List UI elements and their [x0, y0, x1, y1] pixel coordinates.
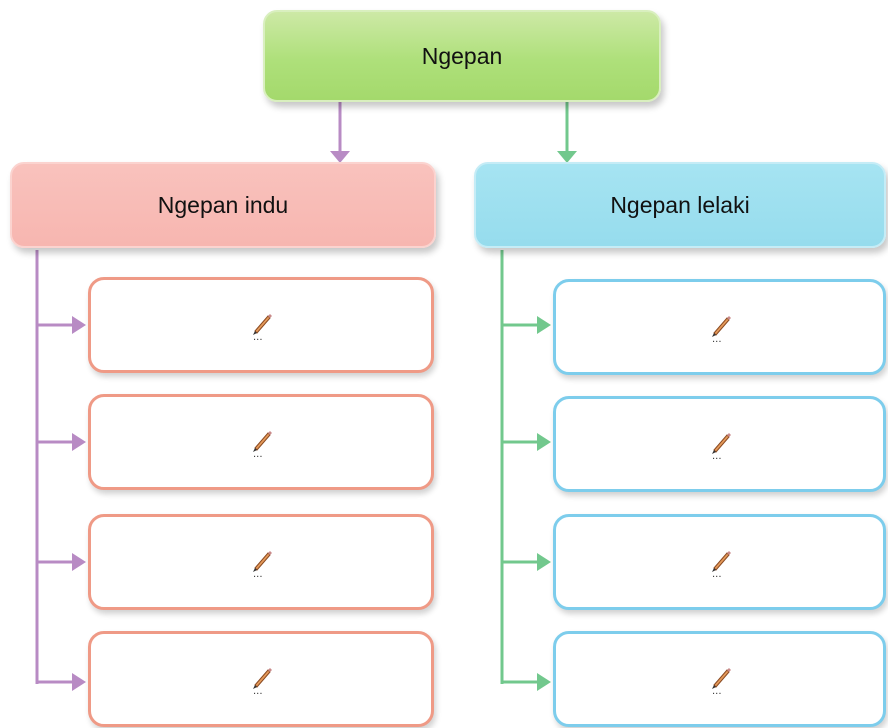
svg-text:...: ...	[712, 451, 722, 459]
pencil-icon: ...	[711, 551, 731, 577]
svg-text:...: ...	[712, 334, 722, 342]
answer-box-indu-3[interactable]: ...	[88, 514, 434, 610]
answer-box-lelaki-1[interactable]: ...	[553, 279, 886, 375]
category-ngepan-indu: Ngepan indu	[10, 162, 436, 248]
answer-box-lelaki-4[interactable]: ...	[553, 631, 886, 727]
svg-text:...: ...	[253, 449, 263, 457]
svg-text:...: ...	[253, 686, 263, 694]
pencil-icon: ...	[253, 314, 272, 340]
svg-text:...: ...	[253, 569, 263, 577]
pencil-icon: ...	[711, 433, 731, 459]
root-node: Ngepan	[263, 10, 661, 102]
pencil-icon: ...	[253, 431, 272, 457]
answer-box-lelaki-3[interactable]: ...	[553, 514, 886, 610]
svg-text:...: ...	[253, 332, 263, 340]
pencil-icon: ...	[253, 551, 272, 577]
pencil-icon: ...	[711, 668, 731, 694]
category-label: Ngepan indu	[157, 191, 289, 218]
pencil-icon: ...	[253, 668, 272, 694]
svg-text:...: ...	[712, 686, 722, 694]
category-label: Ngepan lelaki	[610, 191, 750, 218]
root-label: Ngepan	[421, 42, 503, 69]
answer-box-indu-2[interactable]: ...	[88, 394, 434, 490]
answer-box-indu-1[interactable]: ...	[88, 277, 434, 373]
pencil-icon: ...	[711, 316, 731, 342]
answer-box-indu-4[interactable]: ...	[88, 631, 434, 727]
answer-box-lelaki-2[interactable]: ...	[553, 396, 886, 492]
svg-text:...: ...	[712, 569, 722, 577]
category-ngepan-lelaki: Ngepan lelaki	[474, 162, 886, 248]
